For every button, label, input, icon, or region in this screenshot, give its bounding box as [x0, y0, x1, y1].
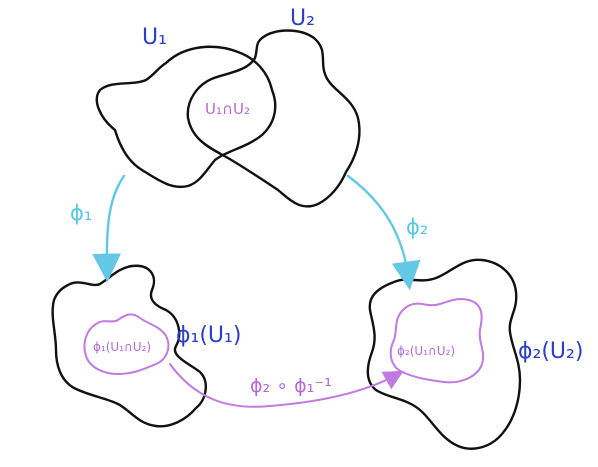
u1-region [95, 45, 277, 189]
phi2-intersection-label: ϕ₂(U₁∩U₂) [397, 344, 455, 358]
phi1-image-region [51, 264, 207, 428]
phi2-label: ϕ₂ [406, 215, 428, 239]
phi1-label: ϕ₁ [70, 201, 92, 225]
u1-label: U₁ [142, 25, 167, 50]
phi2-image-region [366, 258, 522, 450]
phi1-intersection-region [83, 313, 170, 375]
phi1-u1-label: ϕ₁(U₁) [176, 323, 241, 348]
phi1-intersection-label: ϕ₁(U₁∩U₂) [93, 340, 151, 354]
phi1-arrow [92, 174, 126, 283]
u2-label: U₂ [290, 6, 315, 31]
transition-arrow [169, 363, 404, 408]
transition-label: ϕ₂ ∘ ϕ₁⁻¹ [250, 375, 332, 397]
phi2-u2-label: ϕ₂(U₂) [518, 339, 583, 364]
intersection-label: U₁∩U₂ [205, 100, 250, 118]
phi2-arrow [346, 174, 421, 291]
phi2-intersection-region [389, 297, 485, 384]
u2-region [186, 29, 361, 208]
